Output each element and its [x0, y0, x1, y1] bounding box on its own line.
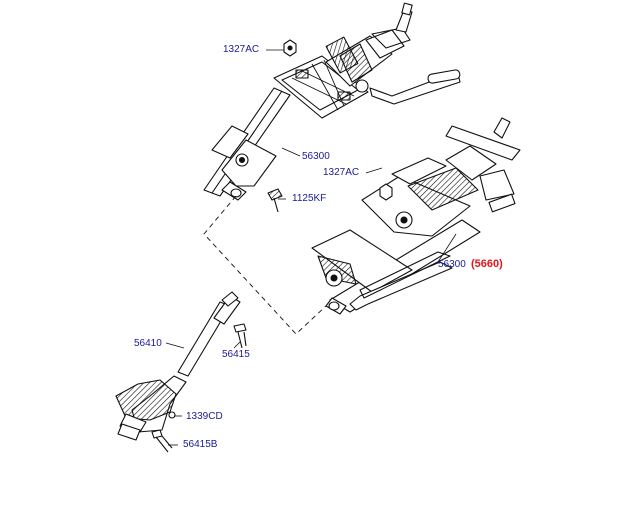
- part-label-1327ac-lower[interactable]: 1327AC: [323, 167, 360, 178]
- lower-steering-column-assembly[interactable]: [311, 117, 521, 315]
- part-label-1125kf[interactable]: 1125KF: [292, 193, 327, 204]
- part-label-56415[interactable]: 56415: [222, 349, 250, 360]
- part-label-56300-upper[interactable]: 56300: [302, 151, 330, 162]
- intermediate-shaft-assembly[interactable]: [115, 291, 247, 453]
- part-label-1327ac-upper[interactable]: 1327AC: [223, 44, 260, 55]
- part-label-1339cd[interactable]: 1339CD: [186, 411, 223, 422]
- upper-steering-column-assembly[interactable]: [203, 2, 461, 213]
- part-label-56415b[interactable]: 56415B: [183, 439, 218, 450]
- part-label-56410[interactable]: 56410: [134, 338, 162, 349]
- leader-lines: [165, 49, 457, 446]
- part-label-56300-lower[interactable]: 56300: [438, 259, 466, 270]
- connection-dashed-lines: [203, 195, 327, 335]
- reference-link-5660[interactable]: (5660): [471, 258, 503, 270]
